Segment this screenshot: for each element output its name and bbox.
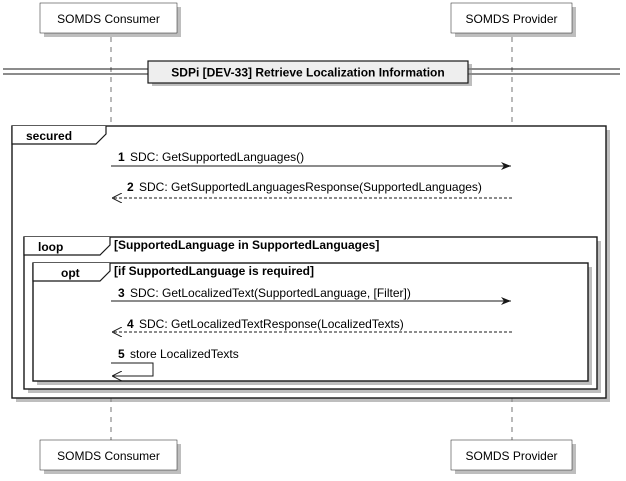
group-opt: opt [if SupportedLanguage is required]	[32, 262, 592, 385]
participant-consumer-bottom-label: SOMDS Consumer	[57, 449, 160, 463]
message-2-number: 2	[127, 180, 134, 194]
group-opt-keyword: opt	[61, 266, 80, 280]
participant-consumer-bottom: SOMDS Consumer	[39, 439, 181, 474]
message-4-text: SDC: GetLocalizedTextResponse(LocalizedT…	[139, 317, 404, 331]
participant-provider-top: SOMDS Provider	[450, 2, 576, 37]
message-5-text: store LocalizedTexts	[130, 347, 239, 361]
message-1: 1 SDC: GetSupportedLanguages()	[111, 150, 511, 170]
group-secured-keyword: secured	[26, 129, 72, 143]
divider-title: SDPi [DEV-33] Retrieve Localization Info…	[171, 66, 444, 80]
group-loop-keyword: loop	[38, 240, 63, 254]
participant-provider-bottom-label: SOMDS Provider	[465, 449, 557, 463]
message-2: 2 SDC: GetSupportedLanguagesResponse(Sup…	[112, 180, 512, 198]
message-5: 5 store LocalizedTexts	[111, 347, 239, 376]
participant-consumer-label: SOMDS Consumer	[57, 12, 160, 26]
message-3: 3 SDC: GetLocalizedText(SupportedLanguag…	[111, 286, 511, 305]
message-1-number: 1	[118, 150, 125, 164]
section-divider: SDPi [DEV-33] Retrieve Localization Info…	[3, 60, 620, 86]
participant-provider-label: SOMDS Provider	[465, 12, 557, 26]
participant-consumer-top: SOMDS Consumer	[39, 2, 181, 37]
message-3-number: 3	[118, 286, 125, 300]
participant-provider-bottom: SOMDS Provider	[450, 439, 576, 474]
message-2-text: SDC: GetSupportedLanguagesResponse(Suppo…	[139, 180, 482, 194]
message-4-number: 4	[127, 317, 134, 331]
group-opt-condition: [if SupportedLanguage is required]	[114, 264, 314, 278]
message-1-text: SDC: GetSupportedLanguages()	[130, 150, 304, 164]
message-5-number: 5	[118, 347, 125, 361]
message-3-text: SDC: GetLocalizedText(SupportedLanguage,…	[130, 286, 411, 300]
message-4: 4 SDC: GetLocalizedTextResponse(Localize…	[112, 317, 512, 332]
group-loop-condition: [SupportedLanguage in SupportedLanguages…	[114, 238, 379, 252]
